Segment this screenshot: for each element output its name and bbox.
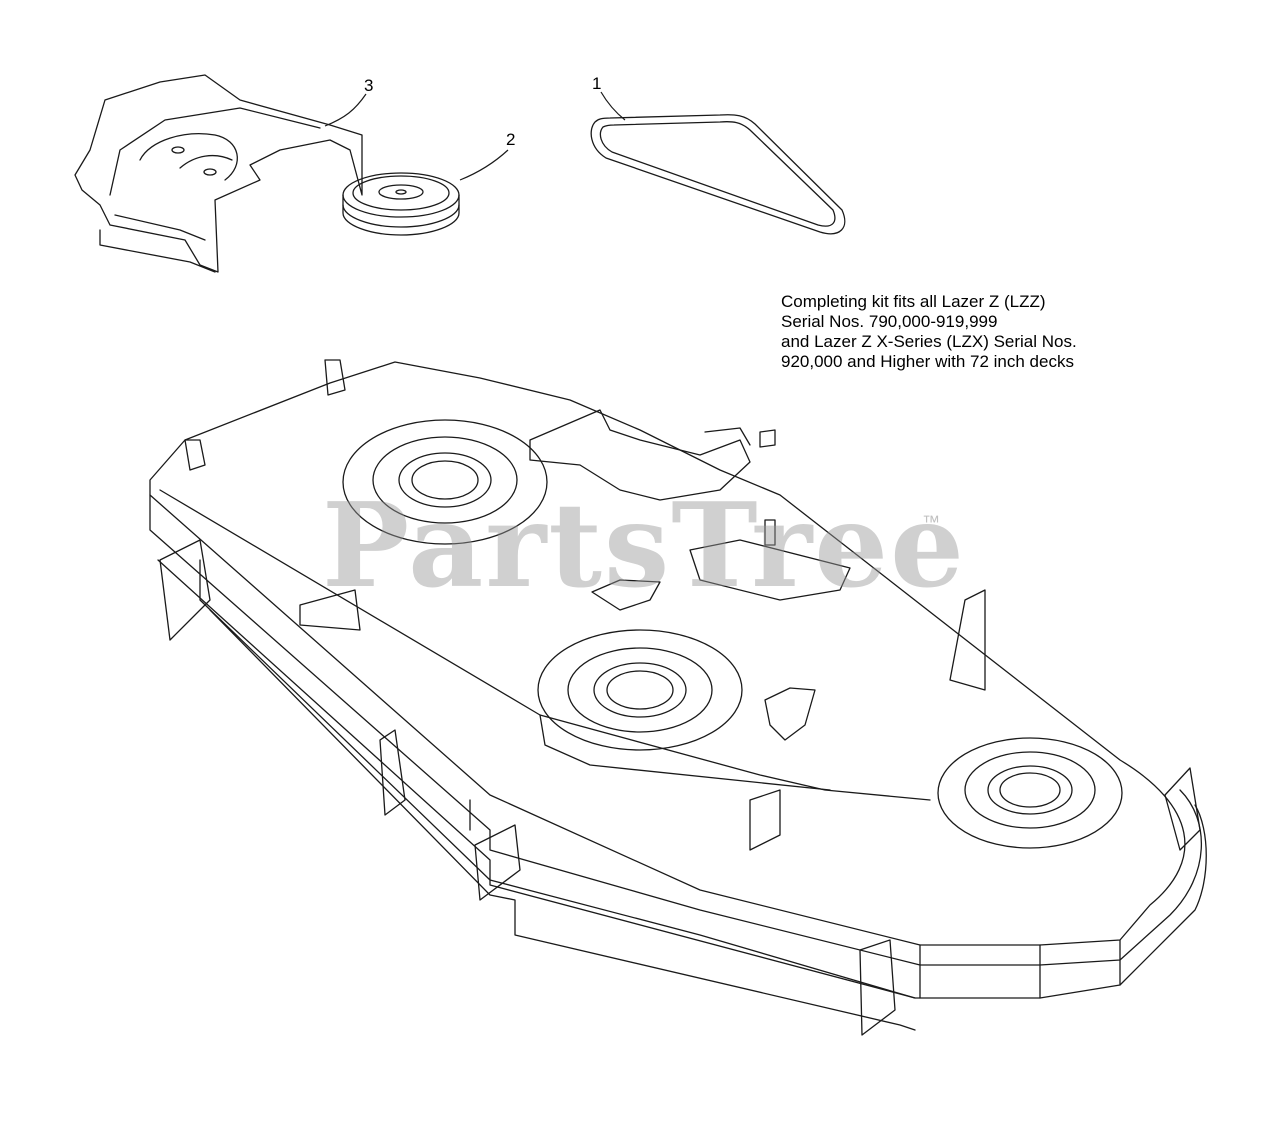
note-line: Completing kit fits all Lazer Z (LZZ)	[781, 292, 1046, 311]
leader-line-3	[324, 93, 367, 127]
pulley-icon	[342, 172, 460, 236]
leader-line-2	[459, 149, 509, 181]
leader-lines	[324, 91, 626, 181]
leader-line-1	[600, 91, 626, 121]
note-line: 920,000 and Higher with 72 inch decks	[781, 352, 1074, 371]
belt-cover-icon	[74, 74, 363, 273]
compatibility-note: Completing kit fits all Lazer Z (LZZ) Se…	[781, 292, 1077, 372]
mower-deck-icon	[149, 359, 1207, 1036]
belt-icon	[590, 114, 846, 235]
callout-3: 3	[364, 76, 374, 95]
trademark-symbol: ™	[922, 512, 940, 532]
callout-1: 1	[592, 74, 602, 93]
callout-2: 2	[506, 130, 516, 149]
note-line: Serial Nos. 790,000-919,999	[781, 312, 998, 331]
watermark-logo: PartsTree	[322, 478, 966, 614]
note-line: and Lazer Z X-Series (LZX) Serial Nos.	[781, 332, 1077, 351]
